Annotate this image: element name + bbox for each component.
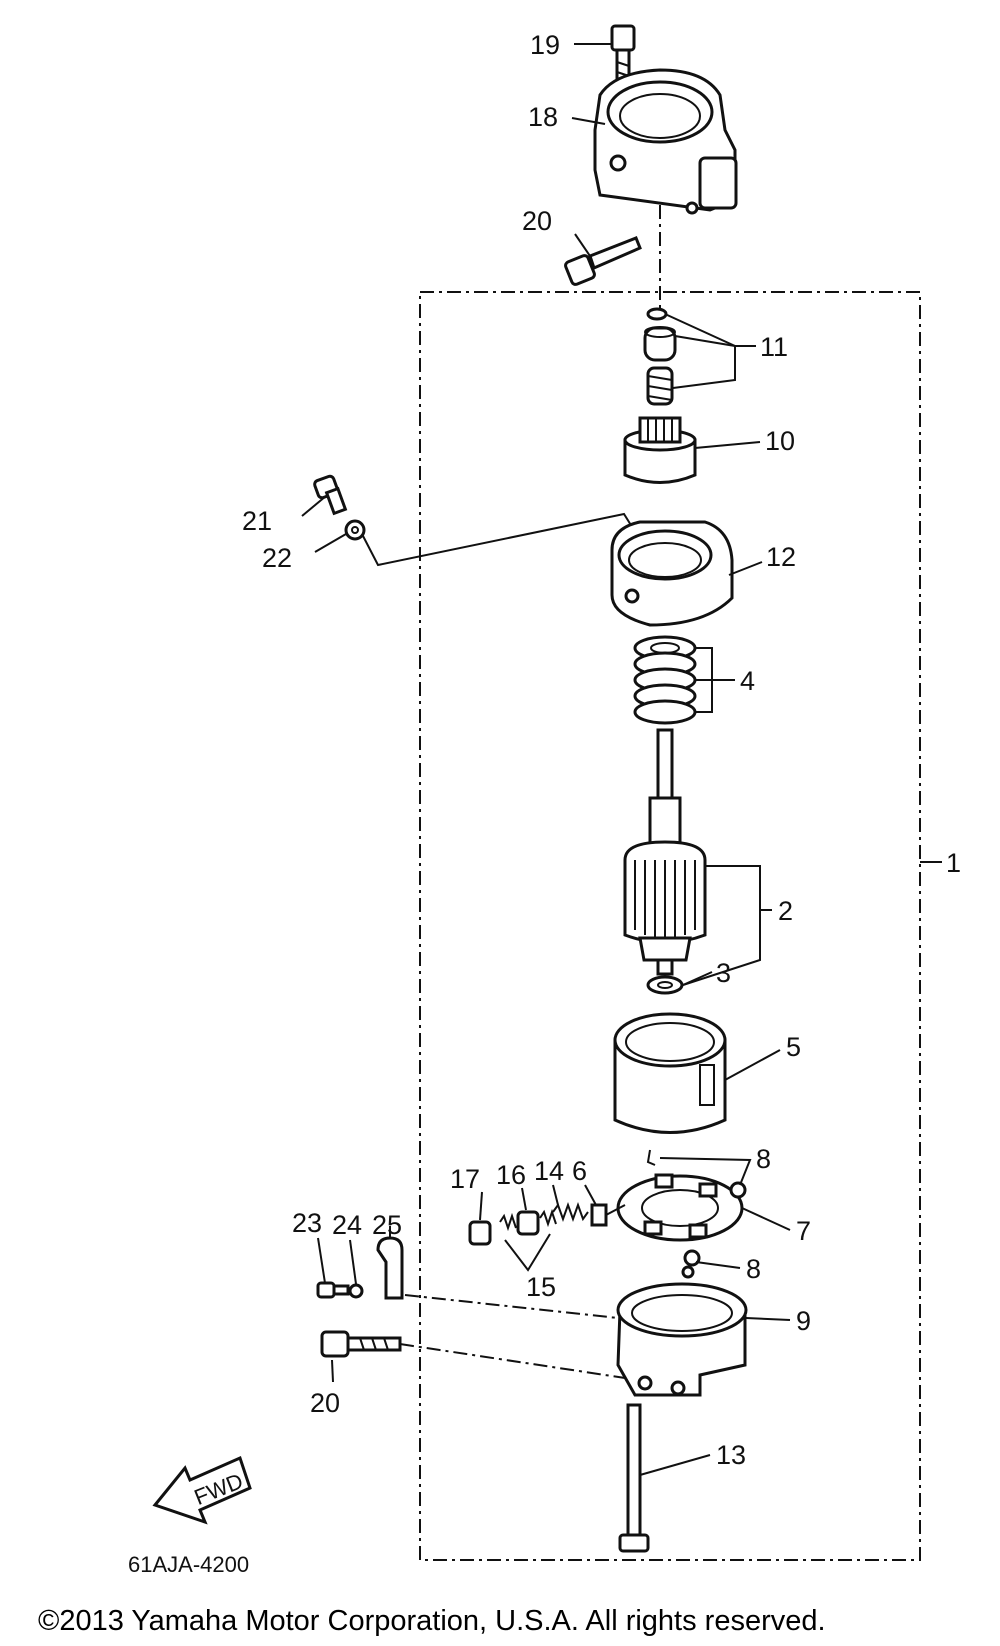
callout-7: 7 bbox=[796, 1216, 811, 1246]
part-20-bolt-lower bbox=[320, 1330, 402, 1358]
callout-17: 17 bbox=[450, 1164, 480, 1194]
callout-15: 15 bbox=[526, 1272, 556, 1302]
part-11-stop-set bbox=[643, 307, 677, 406]
callout-8-lower: 8 bbox=[746, 1254, 761, 1284]
callout-16: 16 bbox=[496, 1160, 526, 1190]
callout-1: 1 bbox=[946, 848, 961, 878]
part-12-front-housing bbox=[610, 520, 734, 627]
callout-labels: 19 18 20 11 10 21 22 12 4 1 2 3 5 8 6 14… bbox=[242, 30, 961, 1470]
leader-22-to-12 bbox=[361, 512, 635, 567]
callout-4: 4 bbox=[740, 666, 755, 696]
leader-25-to-9 bbox=[404, 1294, 619, 1319]
part-18-top-bracket bbox=[593, 68, 738, 215]
fwd-arrow-icon: FWD bbox=[152, 1455, 252, 1525]
part-10-pinion bbox=[623, 416, 697, 484]
part-15-spring bbox=[499, 1208, 557, 1232]
part-22-washer bbox=[344, 519, 366, 541]
callout-14: 14 bbox=[534, 1156, 564, 1186]
part-20-bolt-upper bbox=[564, 236, 642, 286]
diagram-code: 61AJA-4200 bbox=[128, 1552, 249, 1577]
callout-20-lower: 20 bbox=[310, 1388, 340, 1418]
part-2-armature bbox=[623, 728, 707, 976]
part-9-rear-housing bbox=[616, 1282, 748, 1397]
part-6-brush bbox=[590, 1203, 626, 1227]
part-14-spring bbox=[552, 1202, 589, 1222]
callout-23: 23 bbox=[292, 1208, 322, 1238]
callout-24: 24 bbox=[332, 1210, 362, 1240]
callout-20-upper: 20 bbox=[522, 206, 552, 236]
callout-18: 18 bbox=[528, 102, 558, 132]
leader-20-to-9 bbox=[399, 1343, 626, 1379]
part-8-screw-upper bbox=[646, 1149, 747, 1199]
part-3-washer bbox=[646, 975, 684, 995]
copyright-notice: ©2013 Yamaha Motor Corporation, U.S.A. A… bbox=[38, 1605, 826, 1637]
part-21-screw bbox=[313, 474, 348, 516]
callout-12: 12 bbox=[766, 542, 796, 572]
callout-19: 19 bbox=[530, 30, 560, 60]
leader-lines bbox=[301, 43, 942, 1476]
part-13-through-bolt bbox=[618, 1403, 650, 1553]
part-24-washer bbox=[348, 1283, 364, 1299]
callout-5: 5 bbox=[786, 1032, 801, 1062]
callout-25: 25 bbox=[372, 1210, 402, 1240]
part-7-brush-holder bbox=[616, 1173, 744, 1242]
callout-21: 21 bbox=[242, 506, 272, 536]
callout-2: 2 bbox=[778, 896, 793, 926]
callout-22: 22 bbox=[262, 543, 292, 573]
callout-8-upper: 8 bbox=[756, 1144, 771, 1174]
callout-13: 13 bbox=[716, 1440, 746, 1470]
callout-11: 11 bbox=[760, 332, 788, 362]
part-25-terminal bbox=[376, 1236, 404, 1300]
part-23-screw bbox=[316, 1281, 350, 1299]
part-5-yoke bbox=[613, 1012, 727, 1134]
callout-9: 9 bbox=[796, 1306, 811, 1336]
assembly-boundary bbox=[419, 291, 921, 1561]
part-8-screw-lower bbox=[681, 1249, 701, 1279]
part-16-brush bbox=[516, 1210, 540, 1236]
callout-10: 10 bbox=[765, 426, 795, 456]
callout-6: 6 bbox=[572, 1156, 587, 1186]
callout-3: 3 bbox=[716, 958, 731, 988]
part-17-brush bbox=[468, 1220, 492, 1246]
part-4-washer-stack bbox=[633, 635, 713, 725]
